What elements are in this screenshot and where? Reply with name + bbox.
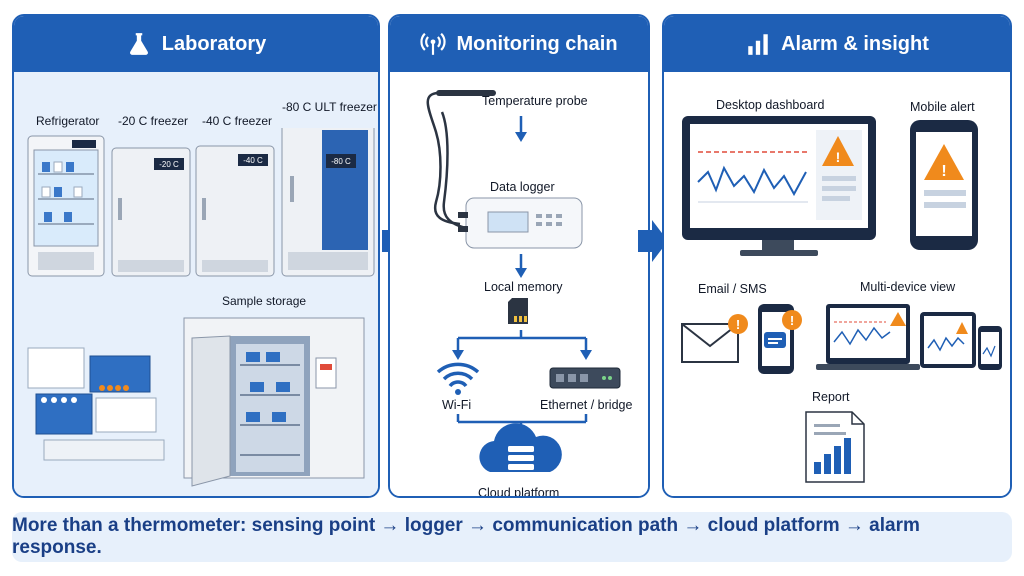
alarm-illustrations: ! ! ! [681, 116, 1002, 483]
mobile-label: Mobile alert [910, 100, 975, 114]
monitoring-header: Monitoring chain [390, 16, 648, 72]
freezer-20-icon: -20 C [111, 147, 191, 277]
report-label: Report [812, 390, 850, 404]
monitoring-chain-diagram [426, 90, 621, 472]
monitoring-body: Temperature probe Data logger Local memo… [390, 72, 648, 496]
multidevice-label: Multi-device view [860, 280, 956, 294]
footer-summary: More than a thermometer: sensing point →… [12, 512, 1012, 562]
cloud-icon [479, 423, 562, 472]
cold-storage-units-illustration: -20 C -40 C -80 C [27, 128, 375, 277]
desktop-dashboard-icon: ! [682, 116, 876, 256]
freezer-20-label: -20 C freezer [118, 114, 189, 128]
probe-label: Temperature probe [482, 94, 588, 108]
multi-device-icon [816, 304, 1002, 370]
memory-card-icon [508, 298, 528, 324]
flask-icon [129, 33, 148, 55]
svg-text:!: ! [790, 313, 794, 328]
alarm-panel: Alarm & insight Desktop dashboard Mobile… [662, 14, 1012, 498]
email-label: Email / SMS [698, 282, 767, 296]
email-icon: ! [681, 314, 748, 363]
display-40: -40 C [243, 156, 263, 165]
bar-chart-icon [748, 34, 768, 55]
display-20: -20 C [159, 160, 179, 169]
alarm-header: Alarm & insight [664, 16, 1010, 72]
mobile-alert-icon: ! [910, 120, 978, 250]
laboratory-title: Laboratory [161, 32, 267, 55]
sample-boxes-icon [27, 347, 165, 461]
ethernet-label: Ethernet / bridge [540, 398, 633, 412]
flow-arrow-2 [638, 220, 668, 262]
freezer-80-icon: -80 C [281, 128, 375, 277]
monitoring-title: Monitoring chain [456, 32, 618, 55]
antenna-icon [420, 32, 447, 55]
logger-label: Data logger [490, 180, 555, 194]
freezer-80-label: -80 C ULT freezer [282, 100, 377, 114]
temperature-probe-icon [426, 90, 496, 230]
cold-room-icon [183, 317, 365, 487]
cloud-label: Cloud platform [478, 486, 560, 498]
svg-text:!: ! [836, 149, 841, 165]
refrigerator-label: Refrigerator [36, 114, 100, 128]
report-icon [805, 411, 865, 483]
wifi-label: Wi-Fi [442, 398, 472, 412]
memory-label: Local memory [484, 280, 563, 294]
alarm-body: Desktop dashboard Mobile alert Email / S… [664, 72, 1010, 496]
laboratory-body: Refrigerator -20 C freezer -40 C freezer… [14, 72, 378, 496]
freezer-40-icon: -40 C [195, 145, 275, 277]
desktop-label: Desktop dashboard [716, 98, 825, 112]
sample-storage-illustration [27, 317, 365, 487]
sms-phone-icon: ! [758, 304, 802, 374]
data-logger-icon [458, 197, 583, 249]
footer-text: More than a thermometer: sensing point →… [12, 515, 920, 558]
sample-storage-label: Sample storage [222, 294, 307, 308]
monitoring-panel: Monitoring chain [388, 14, 650, 498]
svg-text:!: ! [941, 163, 946, 180]
laboratory-header: Laboratory [14, 16, 378, 72]
ethernet-bridge-icon [549, 367, 621, 389]
alarm-title: Alarm & insight [781, 32, 929, 55]
freezer-40-label: -40 C freezer [202, 114, 273, 128]
display-80: -80 C [331, 157, 351, 166]
wifi-icon [436, 362, 480, 395]
laboratory-panel: Laboratory Refrigerator -20 C freezer -4… [12, 14, 380, 498]
svg-text:!: ! [736, 317, 740, 332]
refrigerator-icon [27, 135, 105, 277]
